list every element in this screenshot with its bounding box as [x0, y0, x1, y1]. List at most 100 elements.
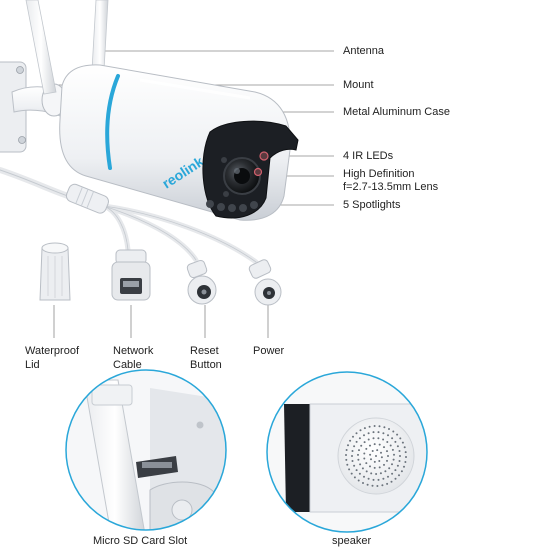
power-connector	[248, 259, 282, 306]
speaker-grille-hole	[363, 441, 366, 444]
speaker-grille-hole	[387, 434, 389, 437]
speaker-grille-hole	[387, 455, 389, 457]
speaker-grille-hole	[378, 460, 381, 462]
antennas	[25, 0, 109, 95]
spotlights-label: 5 Spotlights	[343, 199, 401, 211]
speaker-grille-hole	[350, 472, 353, 475]
speaker-grille-hole	[351, 455, 353, 457]
speaker-grille-hole	[404, 451, 407, 454]
speaker-grille-hole	[367, 477, 370, 480]
speaker-grille-hole	[388, 428, 390, 430]
speaker-label: speaker	[332, 535, 372, 547]
speaker-grille-hole	[367, 438, 370, 441]
speaker-grille-hole	[382, 477, 385, 480]
mount-label: Mount	[343, 79, 374, 91]
network-label-line1: Network	[113, 345, 154, 357]
speaker-grille-hole	[345, 449, 348, 451]
speaker-grille-hole	[398, 474, 400, 477]
speaker-grille-hole	[386, 441, 389, 443]
speaker-grille-hole	[372, 478, 375, 481]
speaker-grille-hole	[388, 467, 391, 470]
speaker-grille-hole	[370, 458, 372, 461]
speaker-grille-hole	[359, 429, 362, 432]
speaker-grille-hole	[363, 434, 365, 437]
network-connector	[111, 249, 151, 301]
speaker-grille-hole	[391, 472, 394, 475]
speaker-grille-hole	[390, 480, 393, 483]
speaker-grille-hole	[376, 485, 379, 487]
speaker-grille-hole	[377, 431, 380, 434]
power-label: Power	[253, 345, 285, 357]
speaker-grille-hole	[383, 463, 385, 466]
speaker-grille-hole	[377, 478, 380, 481]
speaker-grille-hole	[380, 451, 382, 454]
ir-leds-label: 4 IR LEDs	[343, 150, 394, 162]
cable-splitter	[65, 183, 109, 214]
waterproof-label-line1: Waterproof	[25, 345, 80, 357]
speaker-grille-hole	[401, 441, 404, 444]
cables	[0, 167, 259, 265]
speaker-grille-hole	[392, 458, 395, 461]
speaker-grille-hole	[351, 450, 354, 452]
speaker-grille-hole	[382, 438, 385, 441]
speaker-grille-hole	[377, 437, 380, 440]
speaker-grille-hole	[369, 453, 372, 456]
reset-connector	[186, 259, 217, 305]
speaker-grille-hole	[399, 455, 401, 457]
speaker-grille-hole	[366, 483, 369, 486]
speaker-grille-hole	[391, 437, 394, 440]
camera-body: reolink	[59, 64, 299, 221]
speaker-grille-hole	[375, 473, 378, 475]
speaker-grille-hole	[355, 469, 358, 472]
speaker-grille-hole	[346, 463, 349, 466]
speaker-grille-hole	[386, 459, 388, 462]
speaker-grille-hole	[381, 484, 384, 487]
speaker-grille-hole	[400, 470, 403, 473]
speaker-grille-hole	[355, 440, 358, 443]
speaker-grille-hole	[348, 468, 351, 471]
speaker-grille-hole	[398, 450, 401, 452]
speaker-grille-hole	[383, 446, 385, 449]
speaker-grille-hole	[396, 464, 399, 467]
speaker-grille-hole	[357, 479, 360, 482]
speaker-grille-hole	[361, 467, 364, 470]
speaker-grille-hole	[369, 465, 371, 468]
speaker-grille-hole	[373, 460, 376, 463]
spotlight-icon	[206, 200, 214, 208]
ir-led-icon	[259, 151, 269, 161]
waterproof-label-line2: Lid	[25, 359, 40, 371]
lens-label-line2: f=2.7-13.5mm Lens	[343, 181, 439, 193]
speaker-grille-hole	[358, 472, 361, 475]
speaker-grille-hole	[396, 433, 399, 436]
speaker-grille-hole	[387, 475, 389, 478]
speaker-grille-hole	[372, 431, 375, 434]
speaker-grille-hole	[352, 435, 354, 438]
speaker-grille-hole	[367, 432, 370, 435]
speaker-grille-hole	[386, 482, 389, 485]
speaker-grille-hole	[355, 432, 358, 435]
case-label: Metal Aluminum Case	[343, 106, 450, 118]
speaker-grille-hole	[378, 425, 381, 428]
speaker-grille-hole	[372, 437, 375, 440]
speaker-grille-hole	[394, 477, 397, 480]
waterproof-lid	[39, 242, 71, 301]
speaker-grille-hole	[370, 472, 373, 475]
speaker-grille-hole	[405, 456, 407, 458]
speaker-grille-hole	[384, 470, 387, 473]
speaker-grille-hole	[351, 460, 354, 462]
speaker-grille-hole	[375, 455, 377, 457]
speaker-grille-hole	[389, 444, 392, 447]
speaker-grille-hole	[404, 461, 407, 463]
speaker-grille-hole	[358, 449, 360, 452]
speaker-grille-hole	[378, 443, 381, 446]
speaker-grille-hole	[373, 425, 376, 427]
speaker-grille-hole	[363, 452, 366, 455]
speaker-grille-hole	[357, 458, 360, 461]
ir-led-icon	[253, 167, 263, 177]
speaker-grille-hole	[349, 439, 352, 442]
speaker-grille-hole	[363, 427, 366, 430]
reset-label-line1: Reset	[190, 345, 219, 357]
speaker-grille-hole	[379, 472, 382, 475]
speaker-grille-hole	[362, 482, 364, 484]
speaker-grille-hole	[365, 470, 368, 473]
